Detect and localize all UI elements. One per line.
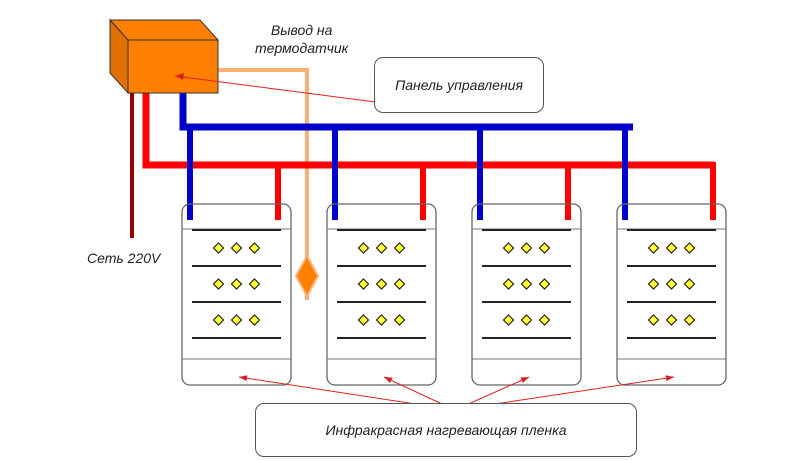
pointer-arrowhead (520, 377, 529, 383)
pointer-arrowhead (384, 377, 393, 384)
heating-element-dot (375, 278, 388, 290)
heating-element-dot (665, 278, 678, 290)
heating-element-dot (538, 278, 551, 290)
control-panel-box: Панель управления (374, 57, 544, 113)
heating-element-dot (357, 278, 370, 290)
controller-box (108, 18, 220, 95)
heating-element-dot (357, 242, 370, 254)
sensor-output-line-2: термодатчик (255, 40, 349, 56)
heating-element-dot (520, 314, 533, 326)
panel-3 (471, 203, 582, 386)
panel-frame (326, 203, 437, 386)
heating-element-dot (502, 314, 515, 326)
heating-element-dot (538, 314, 551, 326)
heating-element-dot (375, 242, 388, 254)
heating-element-dot (647, 314, 660, 326)
heating-element-dot (357, 314, 370, 326)
pointer-arrowhead (665, 375, 674, 382)
ir-film-label: Инфракрасная нагревающая пленка (325, 422, 567, 438)
sensor-output-line-1: Вывод на (270, 22, 333, 38)
heating-element-dot (230, 278, 243, 290)
panel-2 (326, 203, 437, 386)
heating-element-dot (683, 314, 696, 326)
heating-element-dot (538, 242, 551, 254)
heating-element-dot (520, 242, 533, 254)
panel-frame (181, 203, 292, 386)
heating-element-dot (248, 314, 261, 326)
heating-element-dot (647, 278, 660, 290)
panel-4 (616, 203, 727, 386)
panel-frame (616, 203, 727, 386)
mains-label: Сеть 220V (87, 250, 161, 266)
heating-element-dot (248, 278, 261, 290)
pointer-arrowhead (239, 375, 248, 382)
heating-element-dot (248, 242, 261, 254)
heating-element-dot (230, 314, 243, 326)
sensor-wire (218, 68, 309, 300)
sensor-output-label: Вывод на термодатчик (255, 21, 348, 57)
heating-element-dot (230, 242, 243, 254)
heating-element-dot (393, 278, 406, 290)
heating-element-dot (393, 314, 406, 326)
control-panel-label: Панель управления (395, 77, 523, 93)
thermo-sensor-icon (294, 253, 320, 299)
heating-element-dot (502, 278, 515, 290)
heating-element-dot (212, 314, 225, 326)
red-wire-main (142, 93, 714, 169)
heating-element-dot (520, 278, 533, 290)
ir-film-box: Инфракрасная нагревающая пленка (255, 403, 637, 457)
heating-element-dot (375, 314, 388, 326)
heating-element-dot (665, 314, 678, 326)
heating-element-dot (212, 278, 225, 290)
heating-element-dot (683, 242, 696, 254)
heating-element-dot (212, 242, 225, 254)
panel-1 (181, 203, 292, 386)
heating-element-dot (393, 242, 406, 254)
heating-element-dot (502, 242, 515, 254)
heating-element-dot (647, 242, 660, 254)
heating-element-dot (665, 242, 678, 254)
heating-element-dot (683, 278, 696, 290)
panel-frame (471, 203, 582, 386)
